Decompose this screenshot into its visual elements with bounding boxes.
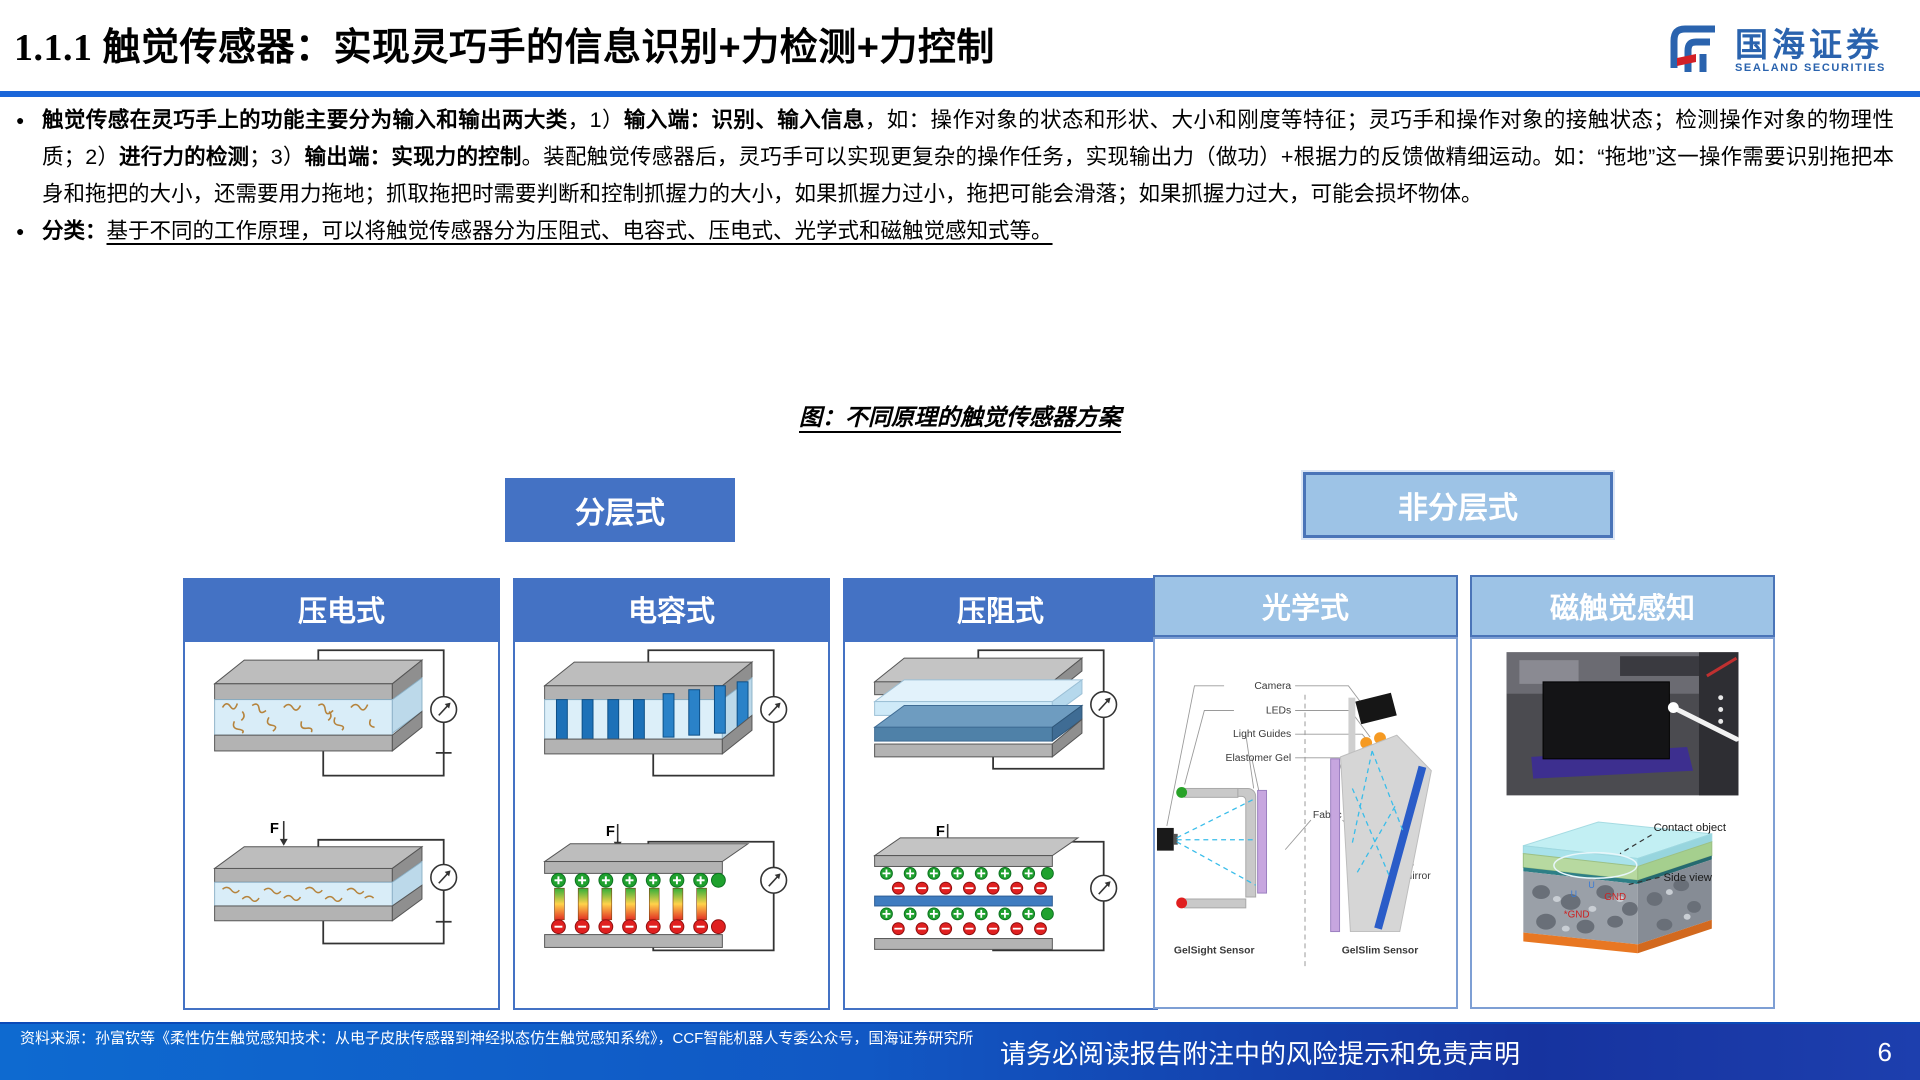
piezoresistive-diagram-svg: F — [873, 649, 1118, 952]
bullet-2: ● 分类：基于不同的工作原理，可以将触觉传感器分为压阻式、电容式、压电式、光学式… — [16, 213, 1894, 250]
force-label: F — [936, 824, 945, 840]
label-elastomer-gel: Elastomer Gel — [1226, 753, 1292, 764]
bullet-2-text: 分类：基于不同的工作原理，可以将触觉传感器分为压阻式、电容式、压电式、光学式和磁… — [42, 219, 1053, 243]
label-u2: U — [1571, 889, 1577, 899]
force-label: F — [270, 821, 279, 837]
column-header-magnetic: 磁触觉感知 — [1470, 575, 1775, 637]
title-text: 触觉传感器：实现灵巧手的信息识别+力检测+力控制 — [102, 27, 995, 69]
label-gelslim: GelSlim Sensor — [1342, 945, 1419, 956]
meter-icon — [760, 866, 788, 894]
column-magnetic: 磁触觉感知 — [1470, 575, 1775, 1009]
bullet-1-text: 触觉传感在灵巧手上的功能主要分为输入和输出两大类，1）输入端：识别、输入信息，如… — [42, 108, 1894, 206]
disclaimer-text: 请务必阅读报告附注中的风险提示和免责声明 — [999, 1038, 1520, 1069]
label-fabric: Fabric — [1313, 810, 1342, 821]
sealand-logo-icon — [1670, 25, 1715, 72]
label-light-guides: Light Guides — [1233, 729, 1291, 740]
column-piezoresistive: 压阻式 — [843, 578, 1158, 1010]
charge-rows — [880, 866, 1054, 895]
force-label: F — [606, 824, 615, 840]
nanofiber-squiggles — [221, 703, 375, 734]
label-contact-object: Contact object — [1654, 822, 1727, 834]
meter-icon — [430, 863, 458, 891]
magnetic-skin-cube: U GND U *GND Contact object Side view — [1522, 821, 1727, 954]
label-mirror: Mirror — [1404, 871, 1432, 882]
charge-rows — [880, 907, 1054, 936]
optical-diagram-svg: Camera LEDs Light Guides Elastomer Gel F… — [1156, 681, 1432, 967]
gradient-pillars — [554, 887, 707, 921]
label-gnd1: GND — [1604, 892, 1626, 903]
label-camera: Camera — [1254, 681, 1291, 692]
capacitor-pillars — [555, 681, 749, 740]
group-header-nonlayered: 非分层式 — [1303, 472, 1613, 538]
page-number: 6 — [1877, 1036, 1892, 1067]
column-piezoelectric: 压电式 — [183, 578, 500, 1010]
column-header-piezoresistive: 压阻式 — [843, 578, 1158, 640]
meter-icon — [760, 695, 788, 724]
label-gelsight: GelSight Sensor — [1174, 945, 1255, 956]
negative-charges — [551, 919, 726, 935]
bullet-list: ● 触觉传感在灵巧手上的功能主要分为输入和输出两大类，1）输入端：识别、输入信息… — [16, 102, 1894, 250]
gelsight-sensor — [1156, 786, 1268, 909]
gelslim-sensor — [1330, 692, 1432, 933]
piezoelectric-diagram: F — [183, 640, 500, 1010]
column-header-piezoelectric: 压电式 — [183, 578, 500, 640]
capacitive-diagram: F — [513, 640, 830, 1010]
title-divider — [0, 91, 1920, 97]
source-text: 资料来源：孙富钦等《柔性仿生触觉感知技术：从电子皮肤传感器到神经拟态仿生触觉感知… — [20, 1030, 974, 1047]
title-number: 1.1.1 — [14, 27, 93, 69]
column-capacitive: 电容式 — [513, 578, 830, 1010]
logo-text: 国海证券 SEALAND SECURITIES — [1734, 25, 1886, 75]
meter-icon — [1090, 690, 1118, 719]
positive-charges — [551, 872, 726, 888]
sealand-logo: 国海证券 SEALAND SECURITIES — [1663, 20, 1886, 82]
logo-subtitle: SEALAND SECURITIES — [1734, 61, 1886, 74]
figure-caption: 图：不同原理的触觉传感器方案 — [799, 404, 1121, 430]
footer-bar: 资料来源：孙富钦等《柔性仿生触觉感知技术：从电子皮肤传感器到神经拟态仿生触觉感知… — [0, 1022, 1920, 1080]
label-side-view: Side view — [1663, 872, 1712, 884]
label-u1: U — [1588, 880, 1594, 890]
group-header-layered: 分层式 — [505, 478, 735, 542]
column-header-optical: 光学式 — [1153, 575, 1458, 637]
label-leds: LEDs — [1266, 705, 1291, 716]
magnetic-diagram: U GND U *GND Contact object Side view — [1470, 637, 1775, 1009]
meter-icon — [1090, 874, 1118, 902]
piezoelectric-diagram-svg: F — [213, 649, 458, 945]
piezoresistive-diagram: F — [843, 640, 1158, 1010]
capacitive-diagram-svg: F — [543, 649, 788, 952]
magnetic-sensor-photo — [1506, 652, 1739, 796]
column-header-capacitive: 电容式 — [513, 578, 830, 640]
optical-diagram: Camera LEDs Light Guides Elastomer Gel F… — [1153, 637, 1458, 1009]
magnetic-diagram-svg: U GND U *GND Contact object Side view — [1506, 652, 1739, 954]
bullet-1: ● 触觉传感在灵巧手上的功能主要分为输入和输出两大类，1）输入端：识别、输入信息… — [16, 102, 1894, 213]
bullet-marker: ● — [16, 112, 25, 128]
logo-name: 国海证券 — [1734, 25, 1883, 63]
meter-icon — [430, 695, 458, 724]
column-optical: 光学式 Camera — [1153, 575, 1458, 1009]
label-gnd2: *GND — [1564, 910, 1590, 921]
bullet-marker: ● — [16, 223, 25, 239]
